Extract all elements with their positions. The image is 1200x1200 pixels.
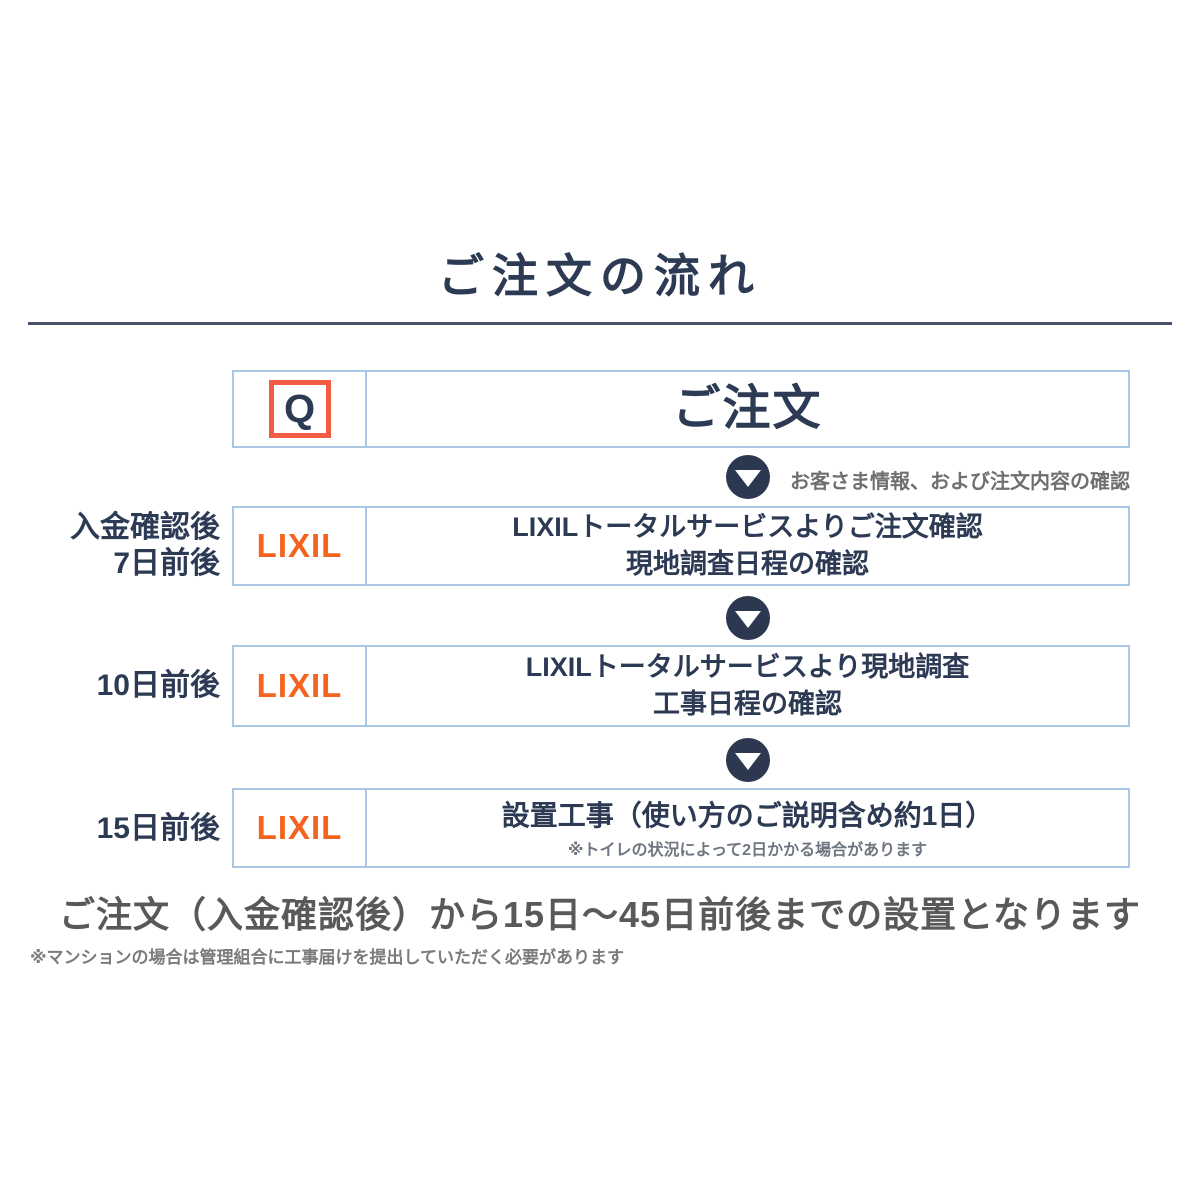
step-line: LIXILトータルサービスより現地調査 [525, 652, 970, 682]
down-arrow-triangle [735, 470, 761, 487]
down-arrow-triangle [735, 611, 761, 628]
duration-line: 15日前後 [96, 812, 220, 845]
step-line: 工事日程の確認 [653, 689, 842, 719]
duration-label-step2: 入金確認後 7日前後 [0, 510, 220, 582]
lixil-logo-icon: LIXIL [256, 527, 343, 564]
step-site-survey-content: LIXILトータルサービスより現地調査 工事日程の確認 [367, 647, 1128, 725]
title-divider [28, 322, 1172, 325]
footer-note: ※マンションの場合は管理組合に工事届けを提出していただく必要があります [30, 948, 625, 967]
arrow-note: お客さま情報、および注文内容の確認 [790, 471, 1130, 493]
footer-summary: ご注文（入金確認後）から15日～45日前後までの設置となります [58, 894, 1141, 935]
step-order-logo-cell: Q [234, 372, 367, 446]
down-arrow-triangle [735, 753, 761, 770]
step-order-content: ご注文 [367, 372, 1128, 446]
step-order-confirmation-logo-cell: LIXIL [234, 508, 367, 584]
qoo10-q-letter: Q [283, 387, 316, 431]
duration-line: 入金確認後 [70, 511, 220, 544]
page-title: ご注文の流れ [438, 250, 762, 302]
duration-line: 10日前後 [96, 669, 220, 702]
step-order-confirmation-content: LIXILトータルサービスよりご注文確認 現地調査日程の確認 [367, 508, 1128, 584]
step-line: LIXILトータルサービスよりご注文確認 [512, 512, 983, 542]
step-order-confirmation-box: LIXIL LIXILトータルサービスよりご注文確認 現地調査日程の確認 [232, 506, 1130, 586]
step-installation-logo-cell: LIXIL [234, 790, 367, 866]
down-arrow-icon [726, 596, 770, 640]
duration-label-step3: 10日前後 [0, 668, 220, 704]
step-site-survey-logo-cell: LIXIL [234, 647, 367, 725]
step-order-label: ご注文 [672, 382, 823, 435]
step-installation-note: ※トイレの状況によって2日かかる場合があります [567, 841, 928, 859]
down-arrow-icon [726, 455, 770, 499]
step-site-survey-box: LIXIL LIXILトータルサービスより現地調査 工事日程の確認 [232, 645, 1130, 727]
step-order-box: Q ご注文 [232, 370, 1130, 448]
down-arrow-icon [726, 738, 770, 782]
lixil-logo-icon: LIXIL [256, 809, 343, 846]
step-line: 現地調査日程の確認 [626, 549, 869, 579]
step-installation-content: 設置工事（使い方のご説明含め約1日） ※トイレの状況によって2日かかる場合があり… [367, 790, 1128, 866]
duration-label-step4: 15日前後 [0, 811, 220, 847]
duration-line: 7日前後 [113, 547, 220, 580]
step-installation-box: LIXIL 設置工事（使い方のご説明含め約1日） ※トイレの状況によって2日かか… [232, 788, 1130, 868]
lixil-logo-icon: LIXIL [256, 667, 343, 704]
qoo10-logo-icon: Q [268, 380, 331, 438]
step-line: 設置工事（使い方のご説明含め約1日） [501, 799, 994, 831]
